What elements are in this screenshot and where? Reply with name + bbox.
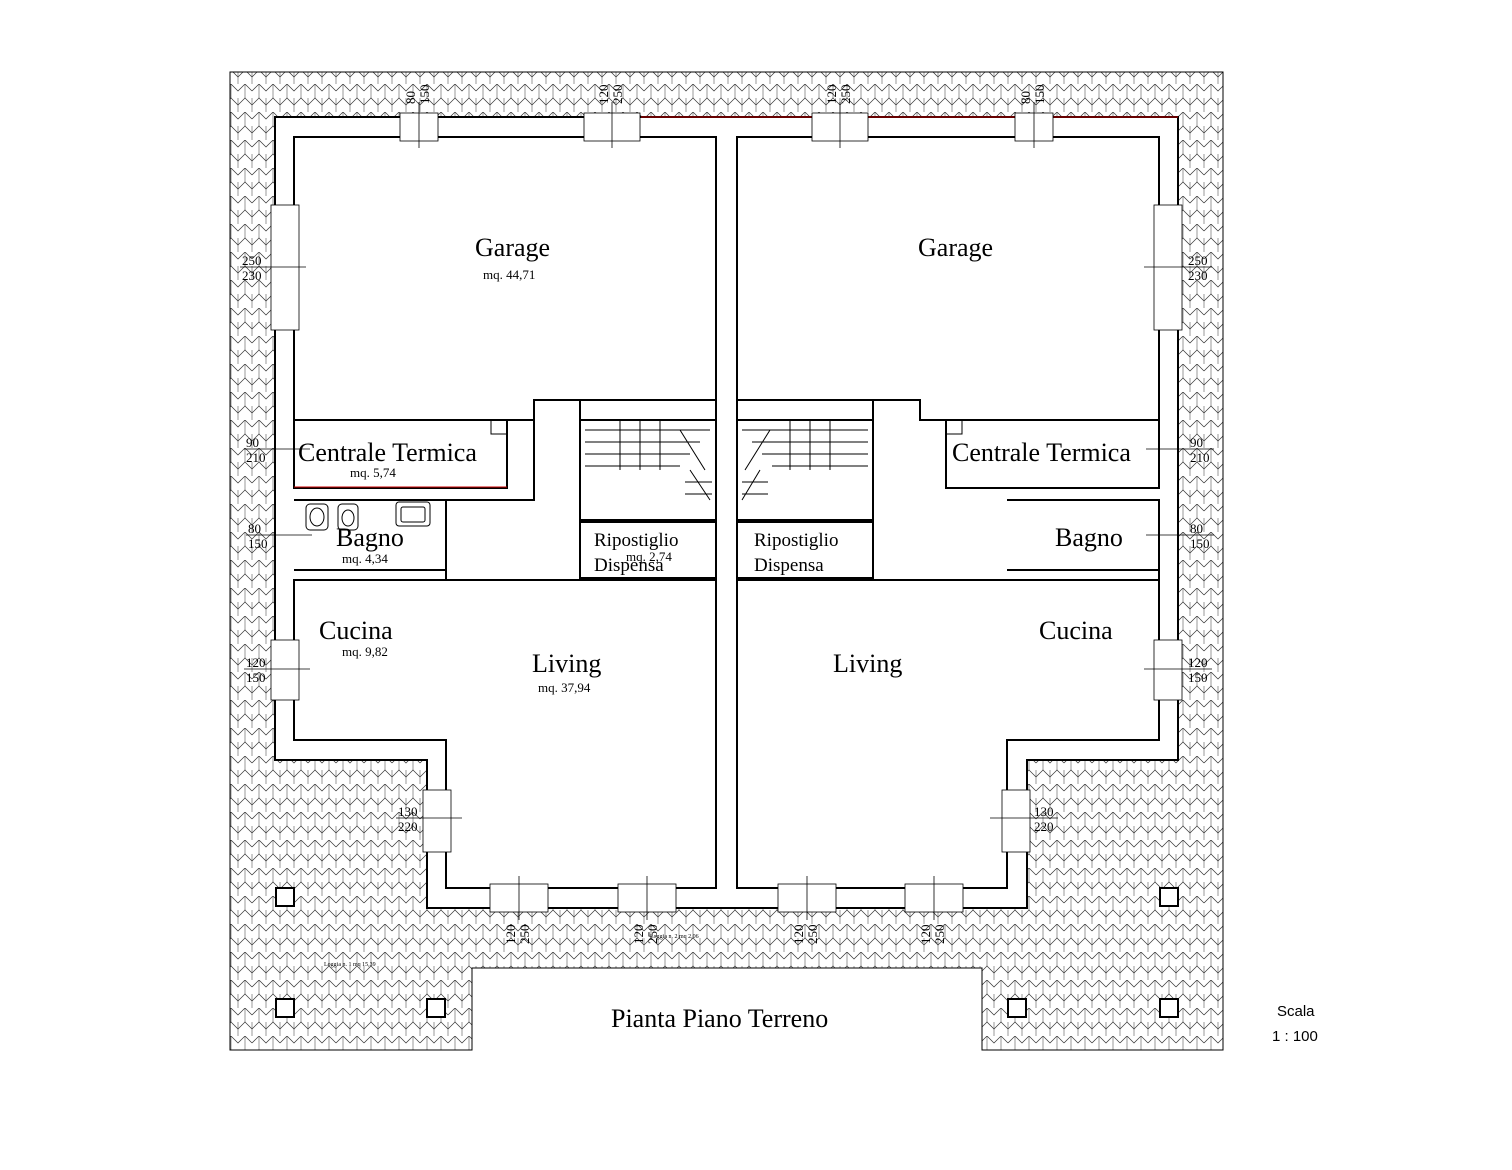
dim-left-b: 150: [246, 670, 266, 685]
dim-right-b: 230: [1188, 268, 1208, 283]
room-cucina-left: Cucina: [319, 616, 393, 645]
scale-value: 1 : 100: [1272, 1028, 1318, 1045]
dim-left-b: 230: [242, 268, 262, 283]
area-living-left: mq. 37,94: [538, 680, 591, 695]
loggia-left-label: Loggia n. 1 mq 15,39: [324, 962, 376, 968]
dim-top-a: 120: [824, 85, 839, 105]
dim-right-a: 90: [1190, 435, 1203, 450]
dim-right-a: 130: [1034, 804, 1054, 819]
room-garage-right: Garage: [918, 233, 993, 262]
dim-right-b: 210: [1190, 450, 1210, 465]
dim-right-a: 250: [1188, 253, 1208, 268]
right-unit-walls: [736, 136, 1160, 889]
dim-bottom-a: 120: [791, 925, 806, 945]
staircases: [585, 420, 868, 501]
dim-bottom-a: 120: [503, 925, 518, 945]
room-ripostiglio-left: Ripostiglio: [594, 530, 678, 551]
dim-right-a: 120: [1188, 655, 1208, 670]
plan-title: Pianta Piano Terreno: [611, 1004, 828, 1033]
room-living-left: Living: [532, 649, 601, 678]
dim-top-b: 150: [417, 85, 432, 105]
room-bagno-right: Bagno: [1055, 523, 1123, 552]
dim-bottom-a: 120: [631, 925, 646, 945]
dim-top-a: 80: [1018, 91, 1033, 104]
room-cucina-right: Cucina: [1039, 616, 1113, 645]
area-bagno-left: mq. 4,34: [342, 551, 388, 566]
dim-bottom-b: 250: [805, 925, 820, 945]
columns: [275, 887, 1179, 1018]
area-cucina-left: mq. 9,82: [342, 644, 388, 659]
dim-left-a: 80: [248, 521, 261, 536]
dim-top-b: 250: [838, 85, 853, 105]
room-ripostiglio-right: Ripostiglio: [754, 530, 838, 551]
bathroom-fixtures: [305, 501, 431, 531]
room-dispensa-right: Dispensa: [754, 555, 824, 576]
dim-right-b: 150: [1190, 536, 1210, 551]
area-centrale-left: mq. 5,74: [350, 465, 396, 480]
dim-bottom-b: 250: [932, 925, 947, 945]
dim-top-b: 150: [1032, 85, 1047, 105]
dim-right-b: 220: [1034, 819, 1054, 834]
dim-left-b: 220: [398, 819, 418, 834]
loggia-right-label: Loggia n. 2 mq 2,06: [650, 934, 699, 940]
left-unit-walls: [293, 136, 717, 889]
room-centrale-right: Centrale Termica: [952, 438, 1131, 467]
area-ripostiglio-left: mq. 2,74: [626, 549, 672, 564]
dim-left-a: 130: [398, 804, 418, 819]
building-footprint: [274, 116, 1179, 909]
dim-left-b: 210: [246, 450, 266, 465]
dim-top-a: 80: [403, 91, 418, 104]
room-living-right: Living: [833, 649, 902, 678]
dim-right-a: 80: [1190, 521, 1203, 536]
dim-left-a: 90: [246, 435, 259, 450]
dim-top-a: 120: [596, 85, 611, 105]
area-garage-left: mq. 44,71: [483, 267, 535, 282]
room-garage-left: Garage: [475, 233, 550, 262]
room-dispensa-left: Dispensa: [594, 555, 664, 576]
room-centrale-left: Centrale Termica: [298, 438, 477, 467]
room-bagno-left: Bagno: [336, 523, 404, 552]
dim-left-a: 250: [242, 253, 262, 268]
dim-left-a: 120: [246, 655, 266, 670]
dim-top-b: 250: [610, 85, 625, 105]
dim-bottom-b: 250: [645, 925, 660, 945]
dim-bottom-b: 250: [517, 925, 532, 945]
dim-left-b: 150: [248, 536, 268, 551]
scale-label: Scala: [1277, 1003, 1315, 1020]
dim-right-b: 150: [1188, 670, 1208, 685]
dim-bottom-a: 120: [918, 925, 933, 945]
